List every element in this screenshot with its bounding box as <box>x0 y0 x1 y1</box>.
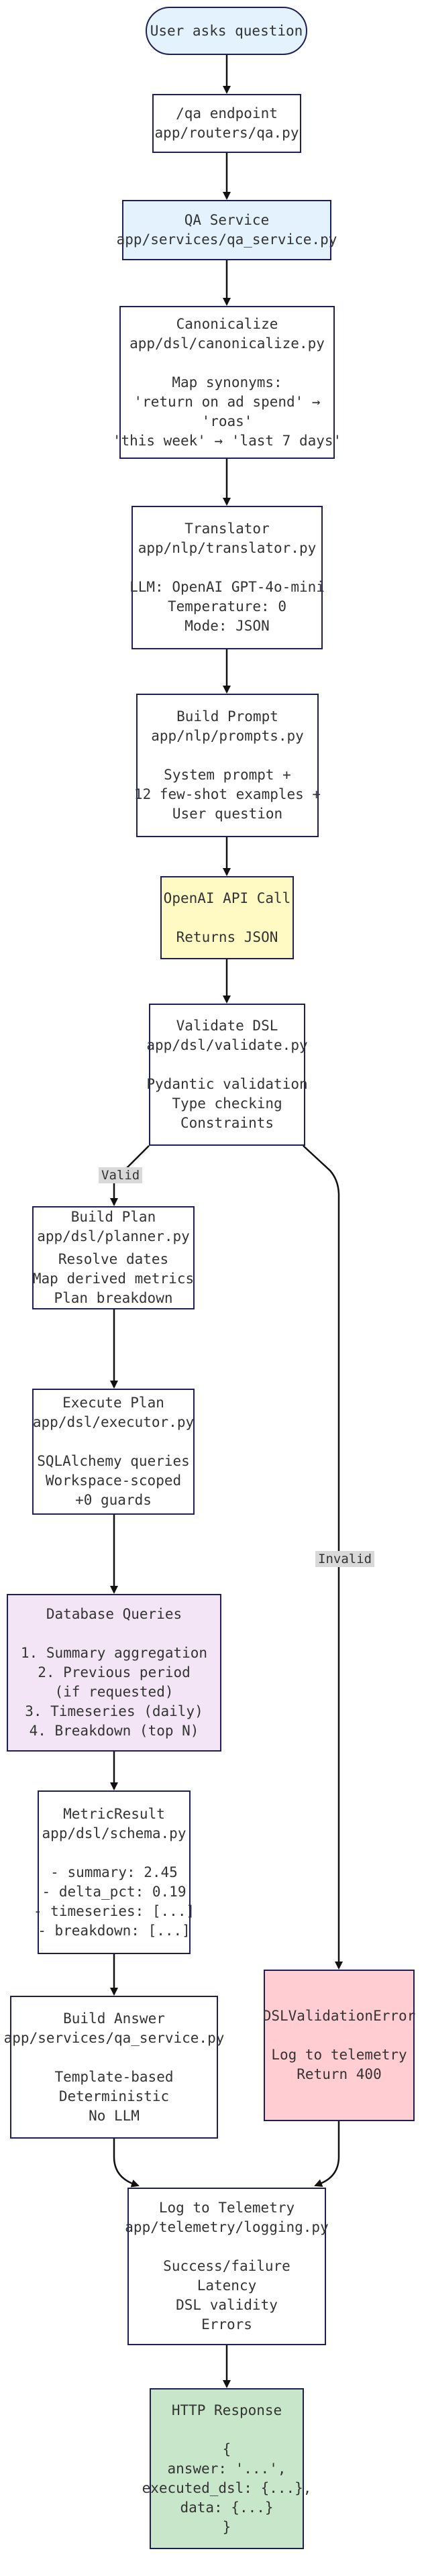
node-line: 12 few-shot examples + <box>134 786 321 802</box>
node-line: Map synonyms: <box>172 374 282 390</box>
node-line: executed_dsl: {...}, <box>142 2479 312 2496</box>
node-line: 'this week' → 'last 7 days' <box>112 432 342 449</box>
node-line: app/dsl/canonicalize.py <box>129 335 325 352</box>
node-title: QA Service <box>184 212 270 228</box>
edge-error-to-telemetry <box>314 2121 340 2187</box>
node-line: app/dsl/planner.py <box>37 1228 190 1244</box>
node-line: System prompt + <box>164 767 291 783</box>
node-line: 2. Previous period (if requested) <box>38 1664 191 1700</box>
node-title: Translator <box>184 521 270 537</box>
node-line: Success/failure <box>163 2258 290 2274</box>
node-line: 4. Breakdown (top N) <box>29 1723 199 1739</box>
node-line: Pydantic validation <box>146 1076 308 1092</box>
node-title: Build Plan <box>70 1209 156 1225</box>
node-canonicalize: Canonicalize app/dsl/canonicalize.py Map… <box>113 306 341 459</box>
node-title: Database Queries <box>46 1606 182 1622</box>
node-line: User asks question <box>150 22 303 39</box>
edge-label-valid: Valid <box>99 1167 143 1183</box>
node-title: Canonicalize <box>176 315 278 332</box>
node-title: OpenAI API Call <box>163 890 291 906</box>
node-line: - breakdown: [...] <box>38 1922 191 1939</box>
node-title: MetricResult <box>63 1805 165 1822</box>
node-line: app/services/qa_service.py <box>3 2029 225 2046</box>
node-line: Template-based <box>54 2068 174 2085</box>
node-title: Log to Telemetry <box>158 2200 295 2216</box>
node-line: - summary: 2.45 <box>50 1864 178 1880</box>
edge-label-invalid: Invalid <box>315 1551 375 1567</box>
node-line: Type checking <box>172 1095 282 1112</box>
node-line: app/dsl/validate.py <box>146 1037 308 1053</box>
node-qa-service: QA Service app/services/qa_service.py <box>117 200 337 260</box>
node-line: LLM: OpenAI GPT-4o-mini <box>129 579 325 595</box>
node-line: Plan breakdown <box>54 1290 173 1306</box>
node-title: Execute Plan <box>62 1395 164 1411</box>
node-line: Workspace-scoped <box>45 1472 182 1489</box>
node-line: app/dsl/schema.py <box>42 1825 187 1841</box>
node-line: +0 guards <box>75 1492 152 1508</box>
node-line: - timeseries: [...] <box>33 1902 195 1919</box>
node-title: Build Answer <box>63 2010 165 2027</box>
node-metric-result: MetricResult app/dsl/schema.py - summary… <box>34 1790 195 1954</box>
node-validate-dsl: Validate DSL app/dsl/validate.py Pydanti… <box>146 1004 308 1146</box>
node-line: Temperature: 0 <box>167 598 286 614</box>
node-line: Log to telemetry <box>271 2047 407 2063</box>
node-line: - delta_pct: 0.19 <box>42 1883 187 1900</box>
node-line: 'return on ad spend' → <box>134 393 321 410</box>
node-line: data: {...} <box>180 2499 274 2516</box>
node-log-to-telemetry: Log to Telemetry app/telemetry/logging.p… <box>125 2188 329 2345</box>
node-line: answer: '...', <box>167 2460 286 2477</box>
node-line: { <box>222 2440 231 2457</box>
node-title: /qa endpoint <box>176 105 278 121</box>
node-title: HTTP Response <box>171 2402 282 2418</box>
node-qa-endpoint: /qa endpoint app/routers/qa.py <box>152 94 301 153</box>
node-line: Return 400 <box>297 2066 382 2082</box>
node-line: } <box>222 2518 231 2535</box>
node-http-response: HTTP Response { answer: '...', executed_… <box>142 2388 311 2549</box>
node-line: 3. Timeseries (daily) <box>25 1703 203 1719</box>
node-user-asks-question: User asks question <box>146 7 307 55</box>
node-line: No LLM <box>89 2107 140 2124</box>
node-line: app/nlp/translator.py <box>138 540 317 556</box>
node-line: 'roas' <box>201 413 253 429</box>
edge-validate-to-error <box>303 1145 343 1970</box>
node-title: Validate DSL <box>176 1018 278 1034</box>
node-line: app/routers/qa.py <box>154 125 299 141</box>
node-line: Latency <box>197 2277 257 2294</box>
node-line: app/nlp/prompts.py <box>151 728 304 744</box>
node-dsl-validation-error: DSLValidationError Log to telemetry Retu… <box>262 1970 416 2121</box>
node-line: Resolve dates <box>58 1251 169 1267</box>
node-line: Deterministic <box>58 2088 170 2104</box>
node-line: Errors <box>201 2316 252 2332</box>
node-line: Map derived metrics <box>32 1271 195 1287</box>
node-database-queries: Database Queries 1. Summary aggregation … <box>7 1594 221 1752</box>
node-openai-api-call: OpenAI API Call Returns JSON <box>160 876 294 959</box>
node-line: SQLAlchemy queries <box>37 1453 190 1469</box>
node-translator: Translator app/nlp/translator.py LLM: Op… <box>129 506 325 649</box>
node-title: Build Prompt <box>176 708 278 724</box>
edge-answer-to-telemetry <box>113 2139 140 2188</box>
node-line: Constraints <box>180 1115 274 1131</box>
node-line: app/telemetry/logging.py <box>125 2219 329 2235</box>
node-line: DSL validity <box>176 2297 278 2313</box>
node-line: Returns JSON <box>176 928 278 945</box>
node-line: app/dsl/executor.py <box>32 1414 195 1430</box>
node-build-plan: Build Plan app/dsl/planner.py Resolve da… <box>32 1206 195 1309</box>
node-line: Mode: JSON <box>184 618 270 634</box>
node-line: User question <box>172 806 283 822</box>
node-line: 1. Summary aggregation <box>20 1645 208 1661</box>
node-build-prompt: Build Prompt app/nlp/prompts.py System p… <box>134 694 321 837</box>
node-build-answer: Build Answer app/services/qa_service.py … <box>4 1996 224 2139</box>
node-line: app/services/qa_service.py <box>116 231 337 248</box>
node-title: DSLValidationError <box>262 2008 416 2024</box>
node-execute-plan: Execute Plan app/dsl/executor.py SQLAlch… <box>32 1389 195 1515</box>
